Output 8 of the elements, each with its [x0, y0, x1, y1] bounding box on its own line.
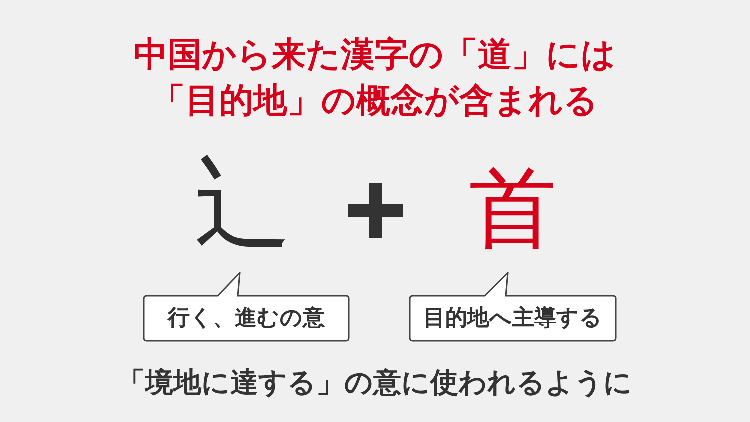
bubble-text: 行く、進むの意	[166, 306, 326, 332]
title: 中国から来た漢字の「道」には「目的地」の概念が含まれる	[133, 34, 617, 123]
radical-character: 辶	[195, 155, 291, 251]
speech-bubble	[143, 272, 350, 342]
speech-bubble	[409, 272, 617, 342]
kanji-character: 首	[469, 165, 557, 253]
caption: 「境地に達する」の意に使われるように	[116, 365, 634, 401]
bubble-text: 目的地へ主導する	[422, 306, 604, 332]
